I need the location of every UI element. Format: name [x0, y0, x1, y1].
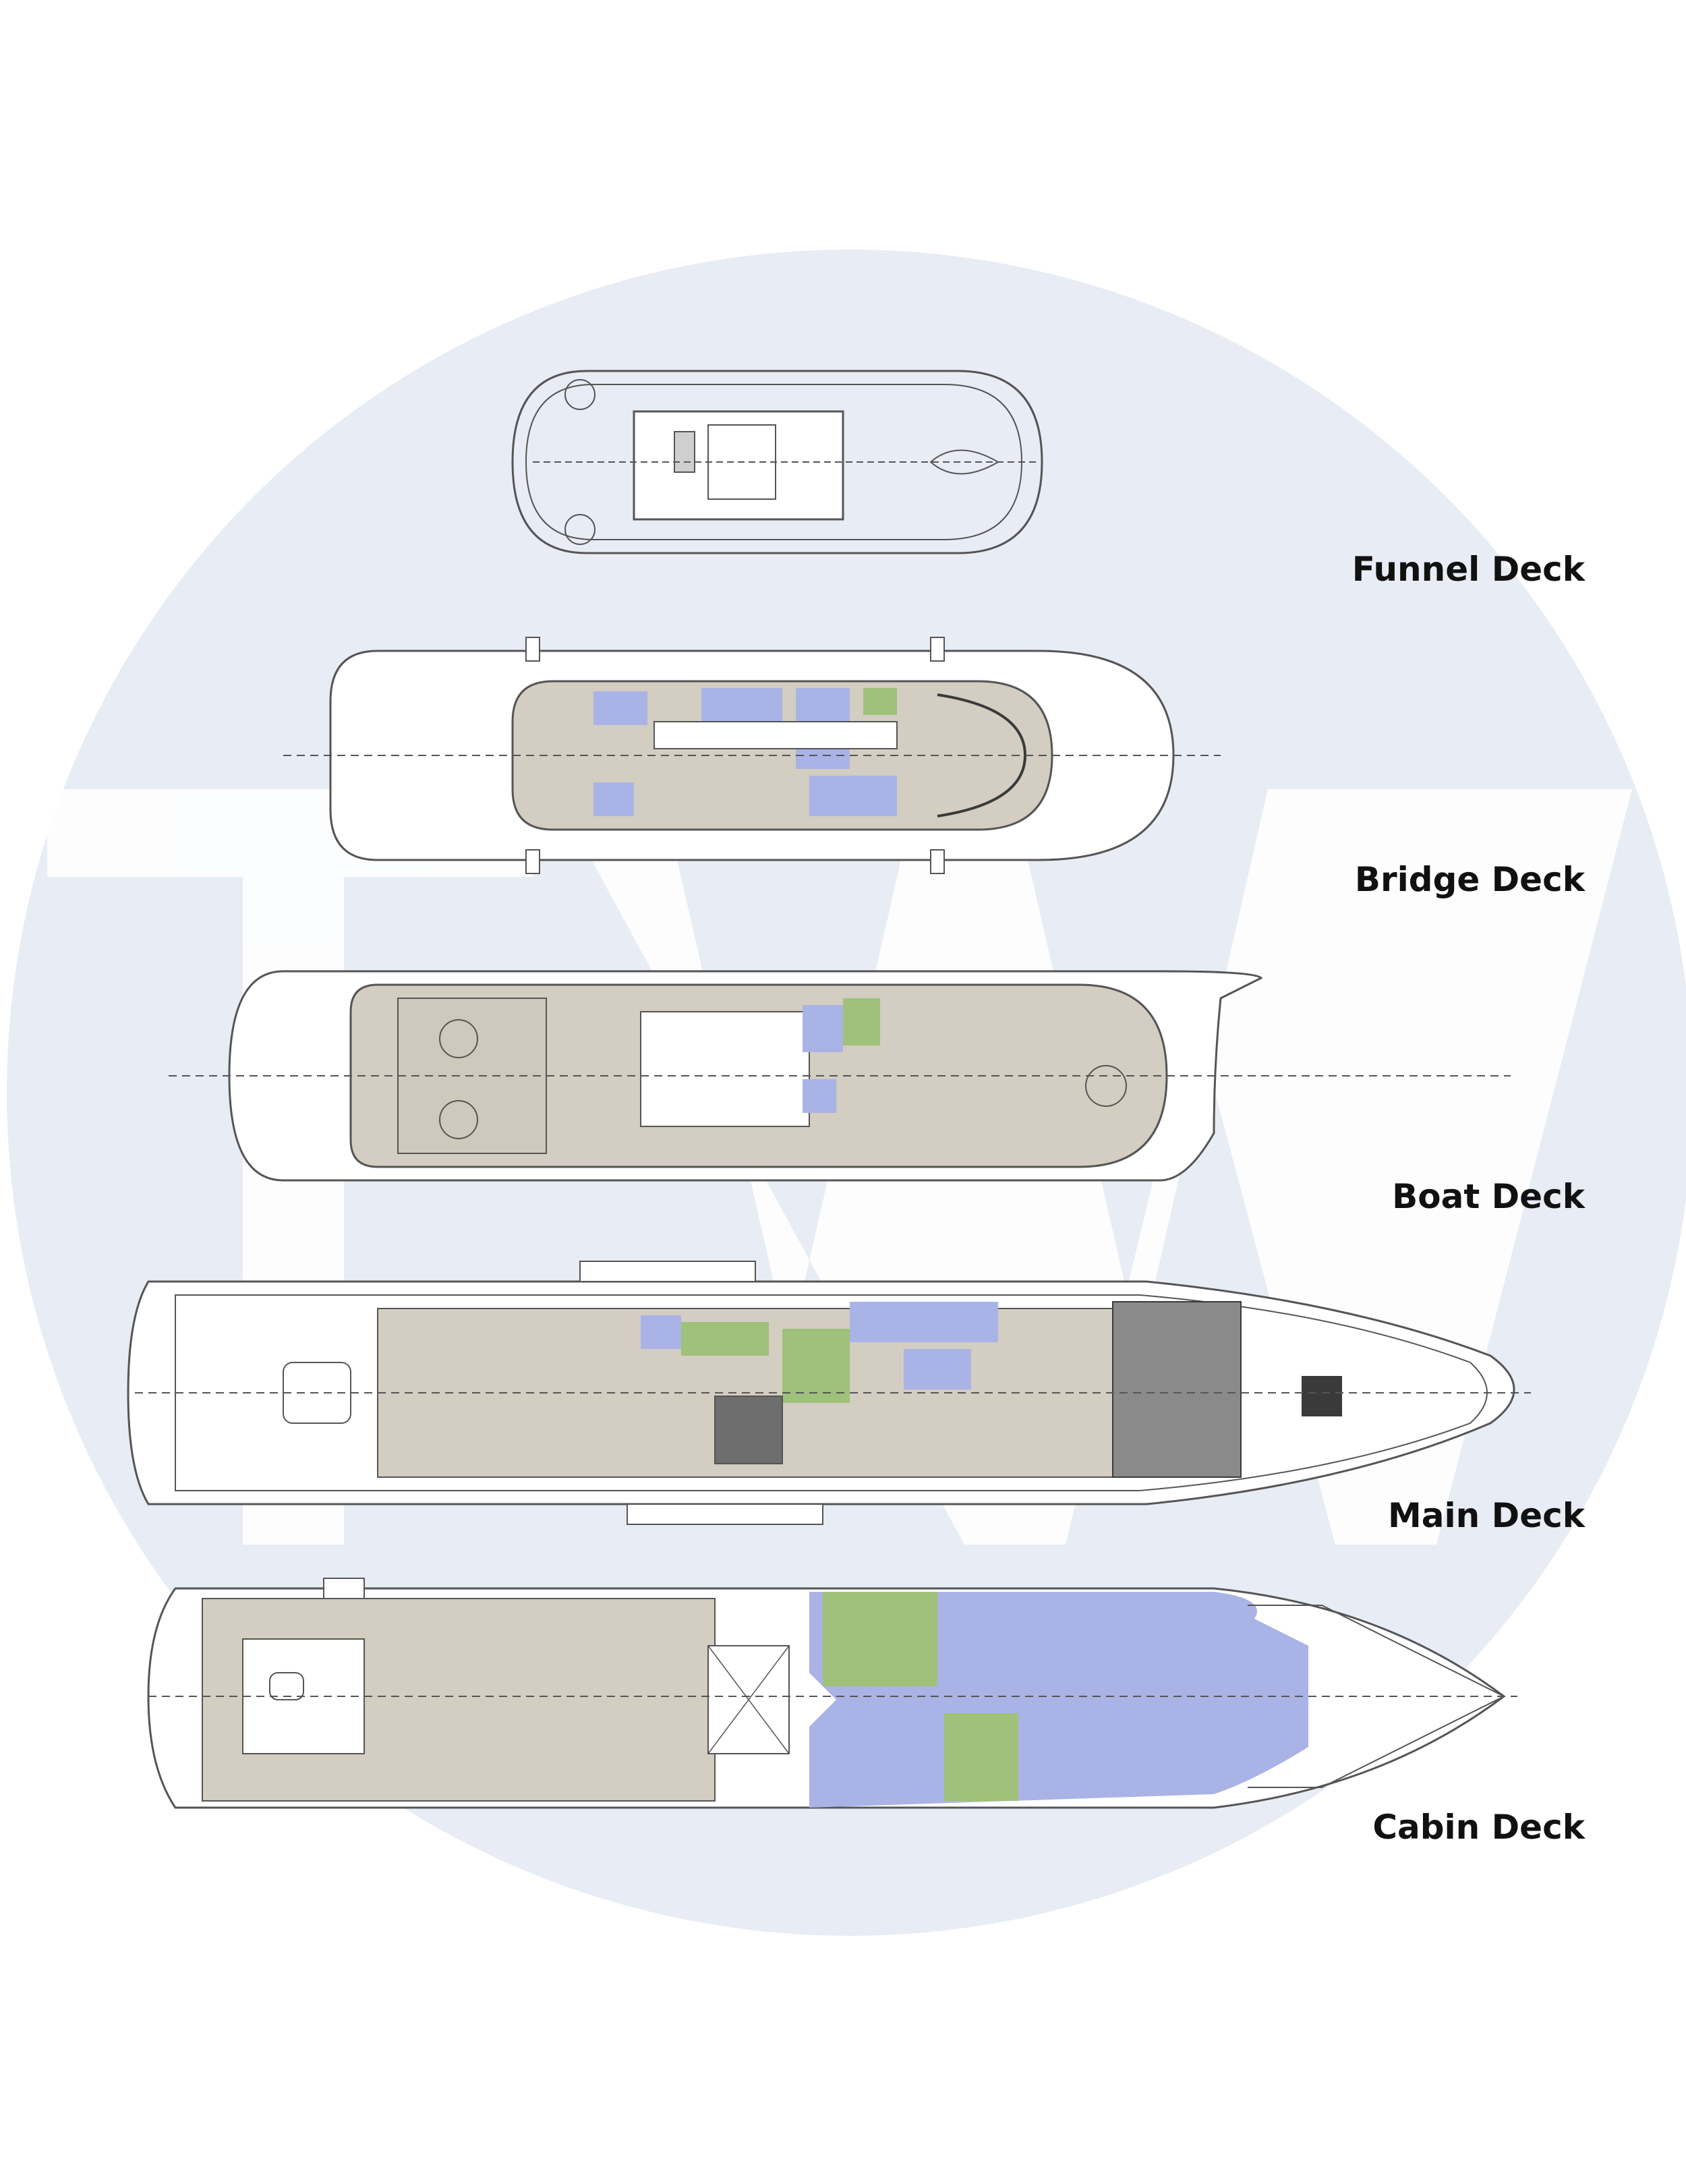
- main-deck-crew-areas: [641, 1302, 998, 1389]
- boat-deck-label: Boat Deck: [1392, 1177, 1585, 1216]
- cabin-deck-label: Cabin Deck: [1372, 1808, 1585, 1847]
- bridge-deck-label: Bridge Deck: [1354, 860, 1585, 899]
- boat-deck-plan: [169, 970, 1511, 1182]
- bridge-deck-plan: [283, 637, 1221, 874]
- bridge-deck-service-area: [863, 688, 897, 715]
- cabin-deck-service-areas: [823, 1592, 1018, 1801]
- funnel-deck-label: Funnel Deck: [1351, 550, 1585, 589]
- main-deck-label: Main Deck: [1388, 1496, 1585, 1535]
- cabin-deck-plan: [147, 1578, 1517, 1809]
- boat-deck-service-area: [843, 998, 880, 1045]
- main-deck-plan: [127, 1261, 1531, 1525]
- boat-deck-crew-areas: [803, 1005, 843, 1113]
- funnel-deck-plan: [511, 370, 1043, 554]
- main-deck-service-areas: [681, 1322, 850, 1403]
